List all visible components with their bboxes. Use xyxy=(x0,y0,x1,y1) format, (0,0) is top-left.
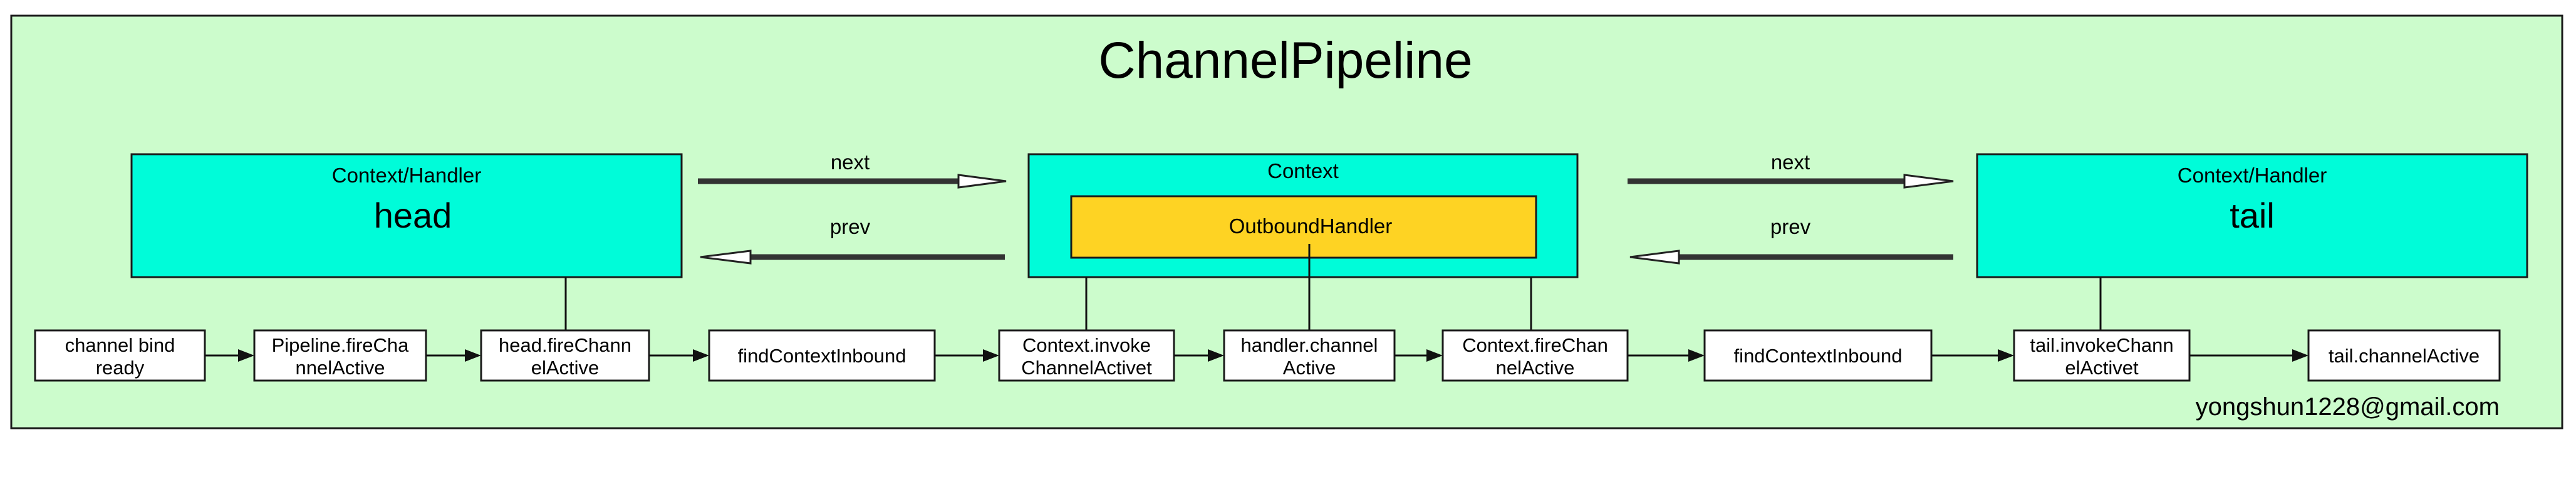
flow-step-label: findContextInbound xyxy=(738,345,906,367)
flow-step: handler.channelActive xyxy=(1223,329,1396,382)
middle-context: Context OutboundHandler xyxy=(1027,153,1579,278)
flow-step: findContextInbound xyxy=(708,329,936,382)
flow-step-label: Active xyxy=(1283,357,1336,379)
prev-arrow xyxy=(700,250,1005,265)
flow-step: findContextInbound xyxy=(1703,329,1933,382)
flow-step-label: Context.fireChan xyxy=(1462,334,1608,356)
flow-arrow xyxy=(649,349,709,362)
flow-step-label: Context.invoke xyxy=(1022,334,1151,356)
flow-arrow xyxy=(935,349,999,362)
flow-step-label: ready xyxy=(96,357,145,379)
outbound-handler-label: OutboundHandler xyxy=(1229,214,1393,238)
flow-step-box xyxy=(1223,329,1396,382)
flow-arrow xyxy=(426,349,481,362)
next-arrow xyxy=(1628,174,1954,189)
flow-step-label: findContextInbound xyxy=(1734,345,1903,367)
flow-step-box xyxy=(1441,329,1629,382)
flow-step-box xyxy=(708,329,936,382)
head-context: Context/Handler head xyxy=(130,153,683,278)
link-prev-label: prev xyxy=(1770,215,1811,238)
flow-arrow xyxy=(1174,349,1224,362)
head-context-name: head xyxy=(374,196,452,235)
flow-step-label: Pipeline.fireCha xyxy=(272,334,410,356)
flow-step-box xyxy=(2013,329,2191,382)
flow-step-label: nelActive xyxy=(1496,357,1575,379)
flow-step-box xyxy=(2307,329,2501,382)
tail-context-caption: Context/Handler xyxy=(2178,164,2327,187)
flow-arrow xyxy=(1628,349,1705,362)
middle-context-caption: Context xyxy=(1267,159,1339,182)
flow-step-label: ChannelActivet xyxy=(1021,357,1152,379)
flow-arrow xyxy=(205,349,254,362)
flow-step-box xyxy=(34,329,206,382)
flow-step-label: tail.invokeChann xyxy=(2030,334,2173,356)
flow-step: tail.channelActive xyxy=(2307,329,2501,382)
link-next-label: next xyxy=(831,150,870,174)
flow-arrow xyxy=(2189,349,2309,362)
author-email: yongshun1228@gmail.com xyxy=(2196,393,2500,421)
flow-arrow xyxy=(1931,349,2014,362)
middle-tail-links: next prev xyxy=(1628,150,1954,265)
flow-step-label: elActive xyxy=(531,357,600,379)
flow-step-label: handler.channel xyxy=(1241,334,1378,356)
flow-arrow xyxy=(1394,349,1443,362)
link-next-label: next xyxy=(1771,150,1810,174)
flow-step-box xyxy=(998,329,1175,382)
head-middle-links: next prev xyxy=(698,150,1007,265)
flow-step-label: elActivet xyxy=(2065,357,2139,379)
flow-step-label: nnelActive xyxy=(295,357,385,379)
flow-step-label: channel bind xyxy=(65,334,175,356)
tail-context: Context/Handler tail xyxy=(1976,153,2528,278)
next-arrow xyxy=(698,174,1007,189)
link-prev-label: prev xyxy=(830,215,871,238)
prev-arrow xyxy=(1629,250,1953,265)
flow-step-label: head.fireChann xyxy=(499,334,631,356)
tail-context-name: tail xyxy=(2230,196,2275,235)
flow-step-box xyxy=(253,329,427,382)
outbound-handler-box xyxy=(1070,195,1537,259)
head-context-box xyxy=(130,153,683,278)
flow-step-label: tail.channelActive xyxy=(2329,345,2480,367)
diagram-title: ChannelPipeline xyxy=(1098,32,1472,89)
flow-step-box xyxy=(480,329,650,382)
tail-context-box xyxy=(1976,153,2528,278)
head-context-caption: Context/Handler xyxy=(332,164,481,187)
flow-step-box xyxy=(1703,329,1933,382)
